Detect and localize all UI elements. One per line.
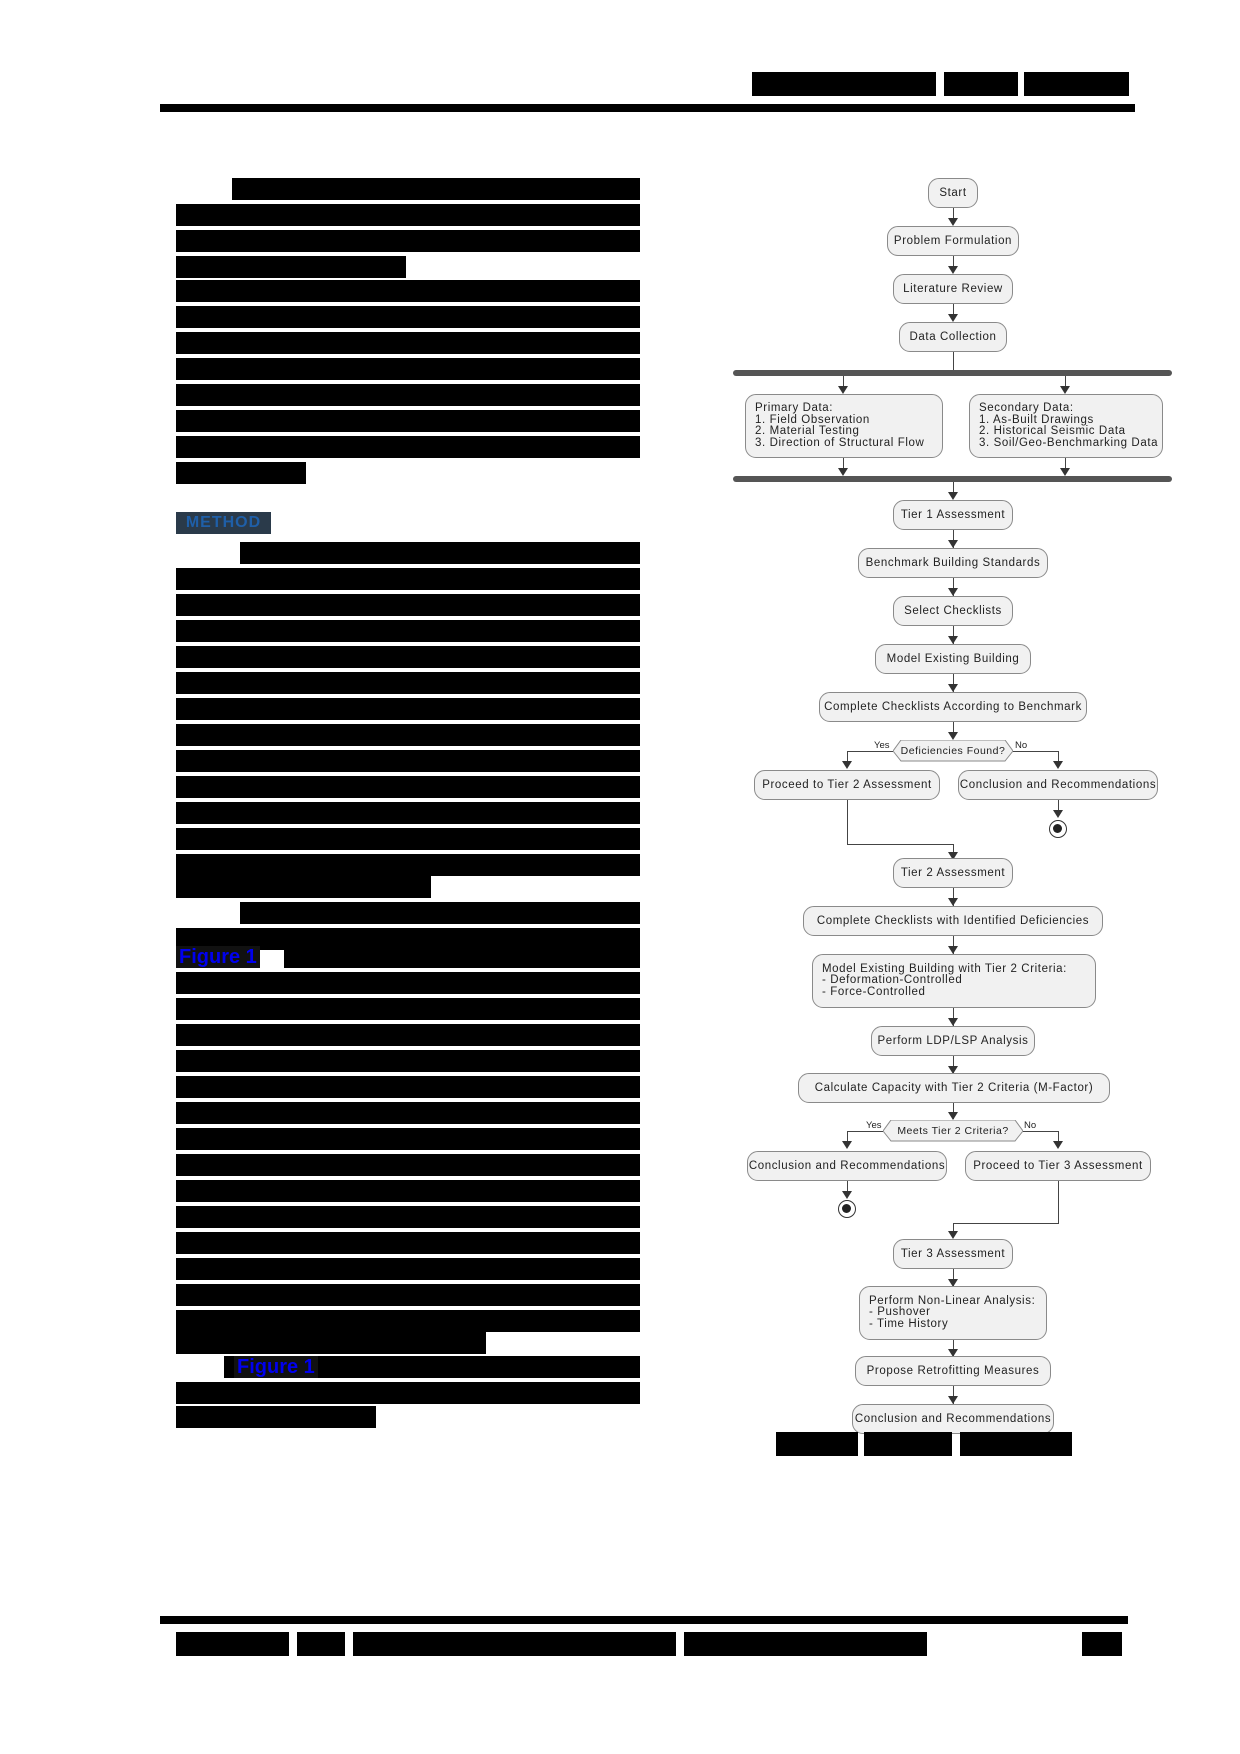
node-model-existing-building: Model Existing Building (875, 644, 1031, 674)
node-ldp-lsp-analysis: Perform LDP/LSP Analysis (871, 1026, 1035, 1056)
figure-1-link-2[interactable]: Figure 1 (234, 1356, 318, 1378)
arrow-icon (948, 1231, 958, 1239)
arrow-icon (948, 636, 958, 644)
redacted-citation-3 (353, 1632, 676, 1656)
yes-label: Yes (866, 1120, 882, 1131)
node-propose-retrofitting: Propose Retrofitting Measures (855, 1356, 1051, 1386)
arrow-icon (948, 492, 958, 500)
arrow-icon (1060, 386, 1070, 394)
node-complete-checklists-benchmark: Complete Checklists According to Benchma… (819, 692, 1087, 722)
arrow-icon (838, 468, 848, 476)
arrow-icon (948, 1396, 958, 1404)
arrow-icon (948, 852, 958, 860)
arrow-icon (948, 684, 958, 692)
arrow-icon (948, 1349, 958, 1357)
decision-deficiencies-found: Deficiencies Found? (893, 740, 1013, 762)
redacted-header-title-2 (944, 72, 1018, 96)
node-problem-formulation: Problem Formulation (887, 226, 1019, 256)
join-bar (733, 476, 1172, 482)
arrow-icon (1053, 761, 1063, 769)
node-complete-checklists-deficiencies: Complete Checklists with Identified Defi… (803, 906, 1103, 936)
arrow-icon (842, 1191, 852, 1199)
yes-label: Yes (874, 740, 890, 751)
end-node-icon (1049, 820, 1067, 838)
footer-rule (160, 1616, 1128, 1624)
arrow-icon (948, 732, 958, 740)
node-conclusion-final: Conclusion and Recommendations (852, 1404, 1054, 1434)
node-calculate-capacity: Calculate Capacity with Tier 2 Criteria … (798, 1073, 1110, 1103)
figure-1-link[interactable]: Figure 1 (176, 946, 260, 968)
arrow-icon (948, 540, 958, 548)
redacted-header-title-3 (1024, 72, 1129, 96)
arrow-icon (842, 1141, 852, 1149)
node-tier2-assessment: Tier 2 Assessment (893, 858, 1013, 888)
node-model-tier2-criteria: Model Existing Building with Tier 2 Crit… (812, 954, 1096, 1008)
section-heading-method: METHOD (176, 512, 271, 534)
fork-bar (733, 370, 1172, 376)
node-select-checklists: Select Checklists (893, 596, 1013, 626)
node-tier3-assessment: Tier 3 Assessment (893, 1239, 1013, 1269)
redacted-header-title-1 (752, 72, 936, 96)
node-secondary-data: Secondary Data: 1. As-Built Drawings 2. … (969, 394, 1163, 458)
redacted-page-number (1082, 1632, 1122, 1656)
arrow-icon (1053, 1141, 1063, 1149)
node-proceed-tier3: Proceed to Tier 3 Assessment (965, 1151, 1151, 1181)
redacted-citation-1 (176, 1632, 289, 1656)
node-conclusion-2: Conclusion and Recommendations (747, 1151, 947, 1181)
arrow-icon (948, 218, 958, 226)
node-proceed-tier2: Proceed to Tier 2 Assessment (754, 770, 940, 800)
arrow-icon (1060, 468, 1070, 476)
arrow-icon (948, 588, 958, 596)
arrow-icon (948, 1018, 958, 1026)
node-tier1-assessment: Tier 1 Assessment (893, 500, 1013, 530)
arrow-icon (948, 1066, 958, 1074)
arrow-icon (948, 898, 958, 906)
node-primary-data: Primary Data: 1. Field Observation 2. Ma… (745, 394, 943, 458)
node-benchmark-standards: Benchmark Building Standards (858, 548, 1048, 578)
node-nonlinear-analysis: Perform Non-Linear Analysis: - Pushover … (859, 1286, 1047, 1340)
redacted-citation-4 (684, 1632, 927, 1656)
node-data-collection: Data Collection (899, 322, 1007, 352)
node-conclusion-1: Conclusion and Recommendations (958, 770, 1158, 800)
arrow-icon (948, 946, 958, 954)
arrow-icon (948, 1112, 958, 1120)
redacted-citation-2 (297, 1632, 345, 1656)
node-start: Start (928, 178, 978, 208)
no-label: No (1015, 740, 1028, 751)
header-rule (160, 104, 1135, 112)
arrow-icon (948, 1279, 958, 1287)
end-node-icon (838, 1200, 856, 1218)
arrow-icon (842, 761, 852, 769)
arrow-icon (838, 386, 848, 394)
no-label: No (1024, 1120, 1037, 1131)
arrow-icon (948, 266, 958, 274)
node-literature-review: Literature Review (893, 274, 1013, 304)
arrow-icon (1053, 810, 1063, 818)
decision-meets-tier2-criteria: Meets Tier 2 Criteria? (883, 1120, 1023, 1142)
arrow-icon (948, 314, 958, 322)
